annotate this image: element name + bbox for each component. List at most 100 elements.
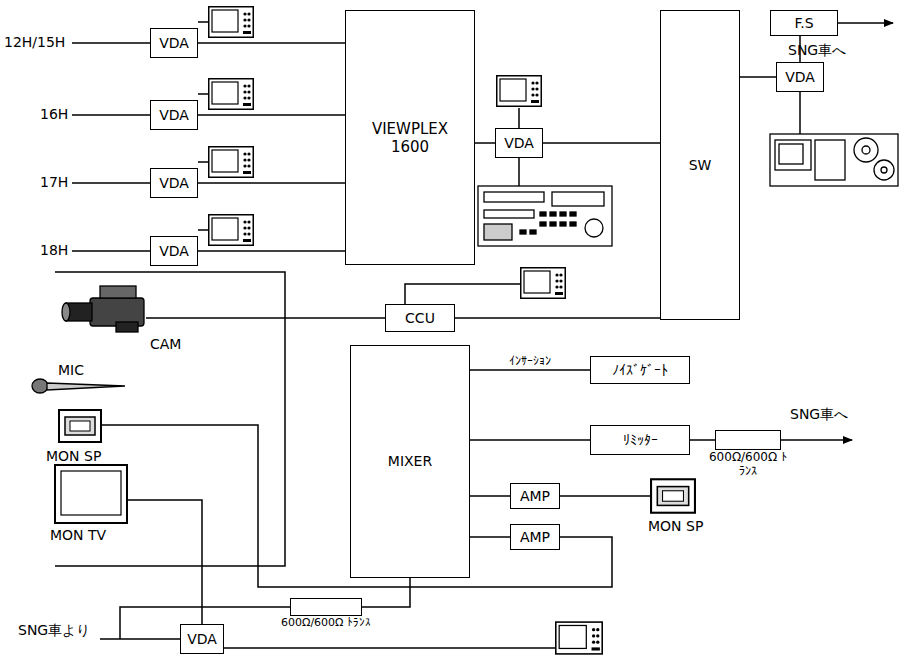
illustration-part (61, 471, 121, 515)
process-box: VDA (776, 62, 824, 92)
process-box: AMP (510, 483, 560, 509)
signal-label: MIC (58, 362, 84, 379)
process-box: VDA (150, 28, 198, 58)
signal-line (455, 317, 660, 319)
illustration-part (62, 286, 144, 332)
illustration-part (560, 222, 566, 226)
process-box: VDA (150, 168, 198, 198)
illustration-part (478, 186, 612, 246)
box-label: F.S (794, 15, 813, 32)
signal-line (690, 439, 715, 441)
process-box: ﾉｲｽﾞｹﾞｰﾄ (590, 356, 690, 384)
illustration-part (521, 268, 566, 299)
illustration-part (552, 192, 604, 206)
signal-line (198, 250, 345, 252)
box-label: CCU (405, 310, 435, 327)
process-box: VDA (150, 236, 198, 266)
illustration-part (799, 92, 801, 134)
illustration-part (556, 622, 602, 654)
illustration-part (100, 286, 136, 298)
box-label: VDA (159, 107, 189, 124)
illustration-part (59, 410, 101, 442)
signal-label: MON TV (50, 527, 106, 544)
illustration-part (585, 219, 603, 237)
signal-label: 16H (40, 106, 68, 123)
signal-label: CAM (150, 336, 181, 353)
illustration-part (854, 138, 878, 162)
illustration-part (520, 212, 576, 234)
illustration-part (570, 212, 576, 216)
signal-line (543, 142, 660, 144)
illustration-part (209, 7, 254, 38)
signal-label: MON SP (46, 448, 101, 465)
transformer-box: 600Ω/600Ω ﾄﾗﾝｽ (290, 598, 362, 616)
transformer-label: 600Ω/600Ω ﾄﾗﾝｽ (281, 617, 371, 630)
illustration-part (550, 212, 556, 216)
box-label: VDA (785, 69, 815, 86)
illustration-part (146, 317, 385, 319)
box-label: VDA (504, 135, 534, 152)
illustration-part (775, 140, 811, 170)
process-box: CCU (385, 304, 455, 332)
signal-label: 17H (40, 174, 68, 191)
illustration-part (781, 439, 852, 441)
illustration-part (484, 192, 544, 202)
box-label: VDA (159, 243, 189, 260)
illustration-part (838, 22, 893, 24)
illustration-part (47, 383, 125, 390)
box-label: VDA (159, 35, 189, 52)
illustration-part (874, 160, 894, 180)
transformer-box: 600Ω/600Ω ﾄﾗﾝｽ (715, 430, 781, 450)
box-label: MIXER (388, 453, 432, 470)
box-label: VDA (159, 175, 189, 192)
signal-label: 18H (40, 242, 68, 259)
illustration-part (881, 167, 887, 173)
illustration-part (770, 134, 898, 186)
signal-line (198, 42, 345, 44)
illustration-part (560, 495, 650, 497)
box-label: ﾘﾐｯﾀｰ (623, 432, 658, 449)
illustration-part (209, 79, 254, 110)
illustration-part (651, 479, 695, 512)
illustration-part (55, 272, 285, 566)
box-label: AMP (520, 488, 550, 505)
signal-label: MON SP (648, 518, 703, 535)
process-box: VDA (150, 100, 198, 130)
signal-label: SNG車へ (788, 42, 846, 59)
illustration-part (116, 322, 138, 332)
box-label: ﾉｲｽﾞｹﾞｰﾄ (612, 362, 668, 379)
illustration-part (405, 284, 520, 304)
process-box: MIXER (350, 345, 470, 578)
signal-line (470, 439, 590, 441)
illustration-part (478, 186, 612, 246)
illustration-part (32, 379, 48, 393)
illustration-part (540, 212, 546, 216)
process-box: ﾘﾐｯﾀｰ (590, 425, 690, 455)
illustration-part (520, 230, 526, 234)
illustration-part (770, 134, 898, 186)
box-label: SW (689, 157, 712, 174)
illustration-part (209, 147, 254, 178)
signal-line (362, 578, 410, 607)
illustration-part (497, 76, 542, 107)
illustration-part (127, 500, 202, 624)
illustration-part (815, 140, 845, 180)
process-box: VDA (180, 624, 224, 654)
signal-line (475, 142, 495, 144)
illustration-part (55, 465, 127, 523)
illustration-part (209, 215, 254, 246)
illustration-part (198, 22, 208, 230)
signal-line (470, 495, 510, 497)
illustration-part (224, 647, 555, 649)
box-label: AMP (520, 529, 550, 546)
illustration-part (530, 230, 536, 234)
illustration-part (862, 146, 870, 154)
signal-line (470, 369, 590, 371)
illustration-part (62, 303, 70, 321)
illustration-part (540, 222, 546, 226)
signal-line (198, 114, 345, 116)
signal-label: SNG車より (18, 622, 90, 639)
process-box: VDA (495, 128, 543, 158)
signal-line (740, 76, 776, 78)
process-box: F.S (770, 10, 838, 36)
